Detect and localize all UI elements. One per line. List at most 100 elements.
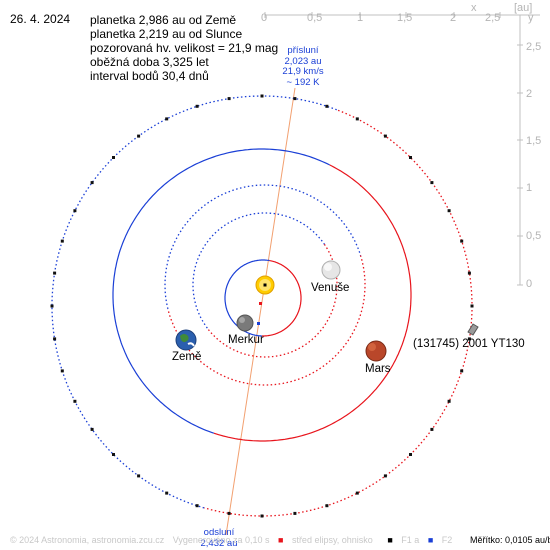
- orbit-point-marker: [447, 399, 451, 403]
- x-tick-2-5: 2,5: [485, 12, 501, 24]
- y-tick-0: 0: [526, 278, 533, 290]
- unit-label: [au]: [514, 2, 533, 14]
- orbit-point-marker: [165, 491, 169, 495]
- orbit-point-marker: [53, 337, 57, 341]
- info-earth-distance: planetka 2,986 au od Země: [90, 13, 237, 27]
- orbit-point-marker: [165, 117, 169, 121]
- orbit-point-marker: [409, 156, 412, 159]
- orbit-point-marker: [90, 427, 94, 431]
- y-tick-2: 2: [526, 88, 533, 100]
- x-tick-0-5: 0,5: [307, 12, 323, 24]
- legend-center: ■ střed elipsy, ohnisko: [277, 535, 373, 545]
- orbit-point-marker: [137, 474, 141, 478]
- scale-label: Měřítko: 0,0105 au/bod: [470, 535, 550, 545]
- orbit-point-marker: [293, 97, 297, 101]
- orbit-point-marker: [50, 304, 54, 308]
- aphelion-distance: 2,432 au: [200, 537, 238, 549]
- orbit-point-marker: [227, 511, 231, 515]
- orbit-point-marker: [467, 337, 471, 341]
- date-label: 26. 4. 2024: [10, 12, 71, 26]
- orbit-point-marker: [383, 134, 387, 138]
- y-axis-label: y: [528, 12, 534, 24]
- orbits: [51, 95, 473, 517]
- venus-orbit: [192, 212, 338, 358]
- y-tick-1-5: 1,5: [526, 135, 542, 147]
- perihelion-temp: ~ 192 K: [286, 76, 320, 88]
- x-tick-0: 0: [261, 12, 268, 24]
- info-point-interval: interval bodů 30,4 dnů: [90, 69, 209, 83]
- earth-body: [175, 329, 197, 351]
- orbit-point-marker: [447, 209, 451, 213]
- asteroid-body: [467, 323, 479, 336]
- orbit-point-marker: [355, 117, 359, 121]
- orbit-point-marker: [137, 134, 141, 138]
- asteroid-orbit: [51, 95, 473, 517]
- orbit-point-marker: [430, 427, 434, 431]
- apsis-line: [225, 87, 296, 536]
- orbit-point-marker: [325, 504, 329, 508]
- earth-orbit-north-arc: [164, 184, 362, 310]
- venus-orbit-north-arc: [192, 212, 325, 329]
- mars-body: [365, 340, 387, 362]
- orbit-point-marker: [53, 271, 57, 275]
- info-sun-distance: planetka 2,219 au od Slunce: [90, 27, 243, 41]
- orbit-markers: [50, 94, 474, 518]
- x-tick-1: 1: [357, 12, 364, 24]
- y-tick-0-5: 0,5: [526, 230, 542, 242]
- orbit-point-marker: [293, 511, 297, 515]
- orbit-point-marker: [260, 94, 264, 98]
- orbit-point-marker: [195, 504, 199, 508]
- orbit-point-marker: [460, 239, 464, 243]
- venus-label: Venuše: [311, 282, 350, 294]
- aphelion-title: odsluní: [203, 527, 235, 538]
- perihelion-label: přísluní 2,023 au 21,9 km/s ~ 192 K: [258, 45, 348, 88]
- aphelion-label: odsluní 2,432 au: [199, 527, 239, 549]
- orbit-point-marker: [470, 304, 474, 308]
- orbit-point-marker: [260, 514, 264, 518]
- x-tick-1-5: 1,5: [397, 12, 413, 24]
- orbit-point-marker: [430, 181, 434, 185]
- earth-label: Země: [172, 351, 202, 363]
- perihelion-distance: 2,023 au: [284, 55, 322, 67]
- venus-orbit-south-arc: [206, 243, 338, 358]
- mercury-orbit-south-arc: [261, 260, 302, 337]
- mars-orbit-south-arc: [213, 164, 412, 442]
- earth-orbit: [164, 184, 366, 386]
- generation-time: Vygenerováno za 0,10 s: [172, 535, 270, 545]
- focus-f2-marker: [257, 322, 260, 325]
- orbit-point-marker: [355, 491, 359, 495]
- copyright-link[interactable]: © 2024 Astronomia, astronomia.zcu.cz: [10, 535, 165, 545]
- orbit-point-marker: [60, 369, 64, 373]
- asteroid-orbit-south-arc: [203, 109, 473, 517]
- ellipse-center-marker: [259, 302, 262, 305]
- orbit-point-marker: [195, 104, 199, 108]
- x-tick-2: 2: [450, 12, 457, 24]
- perihelion-title: přísluní: [287, 45, 319, 56]
- sun: [255, 275, 275, 295]
- orbit-point-marker: [90, 181, 94, 185]
- perihelion-speed: 21,9 km/s: [282, 66, 324, 77]
- orbit-point-marker: [325, 104, 329, 108]
- mercury-body: [236, 314, 254, 332]
- footer: © 2024 Astronomia, astronomia.zcu.cz Vyg…: [10, 534, 464, 548]
- orbit-point-marker: [383, 474, 387, 478]
- info-orbital-period: oběžná doba 3,325 let: [90, 55, 209, 69]
- y-tick-1: 1: [526, 182, 533, 194]
- mars-orbit-north-arc: [112, 148, 330, 434]
- orbit-point-marker: [73, 209, 77, 213]
- orbit-point-marker: [227, 97, 231, 101]
- x-axis-label: x: [471, 2, 477, 14]
- orbit-point-marker: [409, 453, 412, 456]
- orbit-point-marker: [467, 271, 471, 275]
- orbit-point-marker: [112, 453, 115, 456]
- axes: [264, 12, 540, 286]
- y-tick-2-5: 2,5: [526, 41, 542, 53]
- info-magnitude: pozorovaná hv. velikost = 21,9 mag: [90, 41, 279, 55]
- venus-body: [321, 260, 341, 280]
- orbit-point-marker: [73, 399, 77, 403]
- mars-orbit: [112, 148, 412, 442]
- earth-orbit-south-arc: [167, 255, 366, 386]
- asteroid-orbit-north-arc: [51, 95, 339, 509]
- asteroid-label: (131745) 2001 YT130: [413, 338, 525, 350]
